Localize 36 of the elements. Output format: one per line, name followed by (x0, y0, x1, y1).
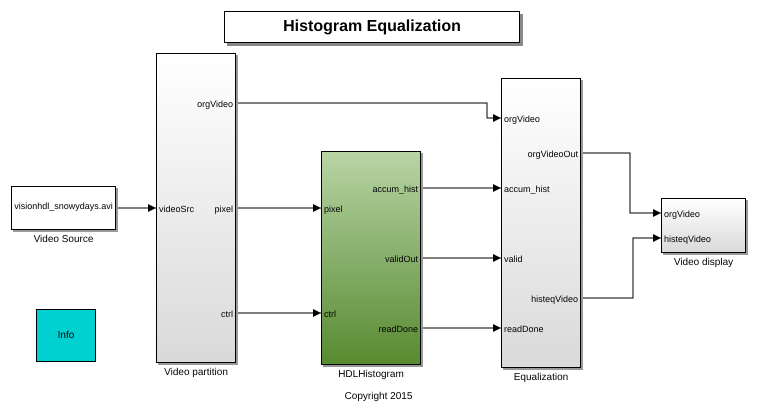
block-label: Equalization (514, 371, 568, 385)
signal-arrow (116, 204, 156, 212)
signal-arrow (236, 309, 322, 317)
port-label: readDone (378, 323, 418, 335)
port-label: orgVideoOut (528, 148, 578, 160)
signal-arrow (580, 234, 662, 298)
port-label: pixel (324, 203, 343, 215)
block-label: Video partition (164, 366, 228, 380)
port-label: readDone (504, 323, 544, 335)
block-label: Video display (674, 256, 734, 270)
port-label: histeqVideo (531, 293, 578, 305)
info-block (36, 309, 96, 362)
signal-arrow (420, 184, 502, 192)
block-text: Info (56, 329, 76, 343)
port-label: accum_hist (504, 183, 550, 195)
port-label: ctrl (221, 308, 233, 320)
port-label: pixel (214, 203, 233, 215)
signal-arrow (420, 254, 502, 262)
copyright-note: Copyright 2015 (344, 390, 412, 404)
port-label: histeqVideo (664, 233, 711, 245)
signal-arrow (420, 324, 502, 332)
port-label: ctrl (324, 308, 336, 320)
signal-arrow (236, 204, 322, 212)
block-label: Video Source (34, 233, 94, 247)
diagram-title: Histogram Equalization (224, 11, 520, 43)
signal-arrow (580, 152, 662, 217)
port-label: valid (504, 253, 523, 265)
port-label: orgVideo (504, 113, 540, 125)
port-label: validOut (384, 253, 418, 265)
port-label: accum_hist (372, 183, 418, 195)
signal-arrow (236, 102, 502, 122)
port-label: videoSrc (159, 203, 194, 215)
block-label: HDLHistogram (338, 368, 404, 382)
port-label: orgVideo (664, 208, 700, 220)
file-name: visionhdl_snowydays.avi (14, 200, 113, 212)
port-label: orgVideo (197, 98, 233, 110)
